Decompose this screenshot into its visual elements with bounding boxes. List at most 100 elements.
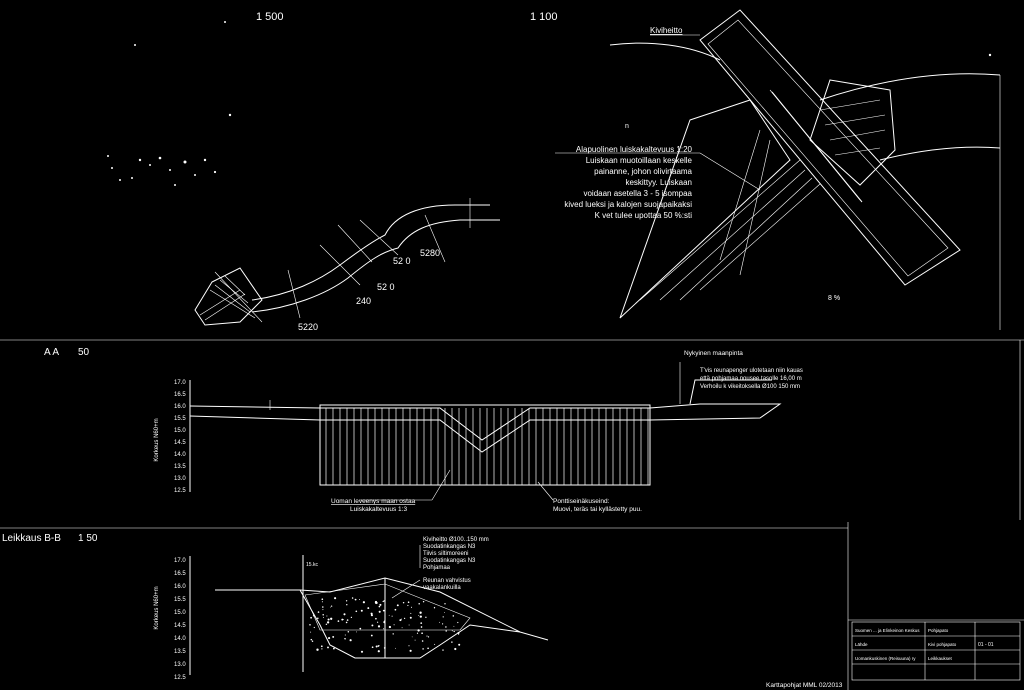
stipple-dot <box>383 621 386 624</box>
bb-small-mark: 15.kc <box>306 562 318 568</box>
stipple-dot <box>332 635 335 638</box>
north-mark: n <box>625 123 629 130</box>
stipple-dot <box>316 648 319 651</box>
stipple-dot <box>359 599 361 600</box>
stipple-dot <box>320 645 323 648</box>
stipple-dot <box>375 645 378 648</box>
stipple-dot <box>322 609 324 611</box>
stipple-dot <box>452 615 455 617</box>
stipple-dot <box>371 646 374 649</box>
plan-dam-detail <box>555 9 1001 319</box>
stipple-dot <box>442 649 444 651</box>
kiviheitto-label: Kiviheitto <box>650 26 683 35</box>
section-aa-axis-label: Korkeus N60+m <box>154 418 160 461</box>
station-label-4: 240 <box>356 296 371 306</box>
plan-dam-small <box>194 267 263 326</box>
aa-tick-4: 15.0 <box>174 428 186 434</box>
bb-tick-1: 16.5 <box>174 571 186 577</box>
stipple-dot <box>333 647 335 650</box>
stipple-dot <box>327 618 330 621</box>
stipple-dot <box>383 646 386 649</box>
stipple-dot <box>349 639 352 642</box>
aa-tick-9: 12.5 <box>174 488 186 494</box>
tb-row-3: Uomankuskinen (Reisuuna) ry <box>855 656 916 661</box>
stipple-dot <box>376 621 379 623</box>
stipple-dot <box>343 619 344 620</box>
stipple-dot <box>351 597 354 599</box>
stipple-dot <box>419 611 422 614</box>
stipple-dot <box>392 633 394 635</box>
aa-tick-1: 16.5 <box>174 392 186 398</box>
stipple-dot <box>370 634 373 637</box>
stipple-dot <box>326 621 330 624</box>
stipple-dot <box>312 615 315 617</box>
stipple-dot <box>421 632 423 635</box>
stipple-dot <box>403 617 406 620</box>
tb-row-4: Pohjapato <box>928 628 949 633</box>
stipple-dot <box>347 631 350 633</box>
stipple-dot <box>420 622 423 624</box>
bb-edge-1: Reunan vahvistus <box>423 578 471 584</box>
tb-row-2: Lähde <box>855 642 868 647</box>
tb-row-5: Kivi pohjapato <box>928 642 957 647</box>
aa-right-callout-2: Muovi, teräs tai kyllästetty puu. <box>553 506 642 513</box>
aa-note-line-3: Verhoilu k vikeitoksella Ø100 150 mm <box>700 384 800 390</box>
stipple-dot <box>377 650 380 653</box>
stipple-dot <box>317 617 319 620</box>
stipple-dot <box>388 625 392 629</box>
plan-note-line-7: K vet tulee upottaa 50 %:sti <box>595 211 693 220</box>
stipple-dot <box>344 638 346 640</box>
tb-row-6: Leikkaukset <box>928 656 953 661</box>
stipple-dot <box>458 633 460 635</box>
stipple-dot <box>427 636 430 638</box>
stipple-dot <box>334 597 337 600</box>
aa-tick-3: 15.5 <box>174 416 186 422</box>
stipple-dot <box>439 621 441 623</box>
plan-note-line-1: Alapuolinen luiskakaltevuus 1:20 <box>576 145 693 154</box>
bb-tick-8: 13.0 <box>174 662 186 668</box>
bb-tick-3: 15.5 <box>174 597 186 603</box>
stipple-dot <box>426 635 428 637</box>
bb-tick-5: 14.5 <box>174 623 186 629</box>
station-label-3: 52 0 <box>377 282 395 292</box>
bb-layer-callouts: Kiviheitto Ø100..150 mm Suodatinkangas N… <box>423 537 489 591</box>
tb-row-1: Suomen ... ja Elinkeinon Keskus <box>855 628 920 633</box>
stipple-dot <box>458 643 461 646</box>
stipple-dot <box>344 634 346 636</box>
stipple-dot <box>401 627 403 629</box>
stipple-dot <box>401 618 402 620</box>
stipple-dot <box>396 604 399 607</box>
stipple-dot <box>407 604 409 607</box>
bb-tick-6: 14.0 <box>174 636 186 642</box>
stipple-dot <box>422 648 424 650</box>
bb-tick-2: 16.0 <box>174 584 186 590</box>
stipple-dot <box>391 615 393 617</box>
stipple-dot <box>359 627 362 630</box>
stipple-dot <box>309 624 311 626</box>
stipple-dot <box>350 616 353 619</box>
stipple-dot <box>408 645 410 647</box>
section-aa-axis: Korkeus N60+m 17.0 16.5 16.0 15.5 15.0 1… <box>154 380 191 494</box>
stipple-dot <box>346 604 348 606</box>
aa-tick-7: 13.5 <box>174 464 186 470</box>
bb-layer-1: Kiviheitto Ø100..150 mm <box>423 537 489 543</box>
title-block: Suomen ... ja Elinkeinon Keskus Lähde Uo… <box>847 522 1024 690</box>
aa-tick-6: 14.0 <box>174 452 186 458</box>
stipple-dot <box>451 630 453 632</box>
plan-channel <box>214 198 500 323</box>
stipple-dot <box>422 600 425 603</box>
stipple-dot <box>362 601 365 604</box>
aa-note-line-1: T'vis reunapenger ulotetaan niin kauas <box>700 368 803 374</box>
stipple-dot <box>402 601 405 604</box>
stipple-dot <box>322 616 324 618</box>
stipple-dot <box>310 616 312 619</box>
bb-layer-5: Pohjamaa <box>423 565 451 571</box>
stipple-dot <box>345 600 348 602</box>
bb-tick-9: 12.5 <box>174 675 186 681</box>
stipple-dot <box>388 614 390 616</box>
stipple-dot <box>444 603 446 605</box>
scale-label-left: 1 500 <box>256 11 284 23</box>
stipple-dot <box>395 647 396 649</box>
plan-note-line-4: keskittyy. Luiskaan <box>625 178 692 187</box>
